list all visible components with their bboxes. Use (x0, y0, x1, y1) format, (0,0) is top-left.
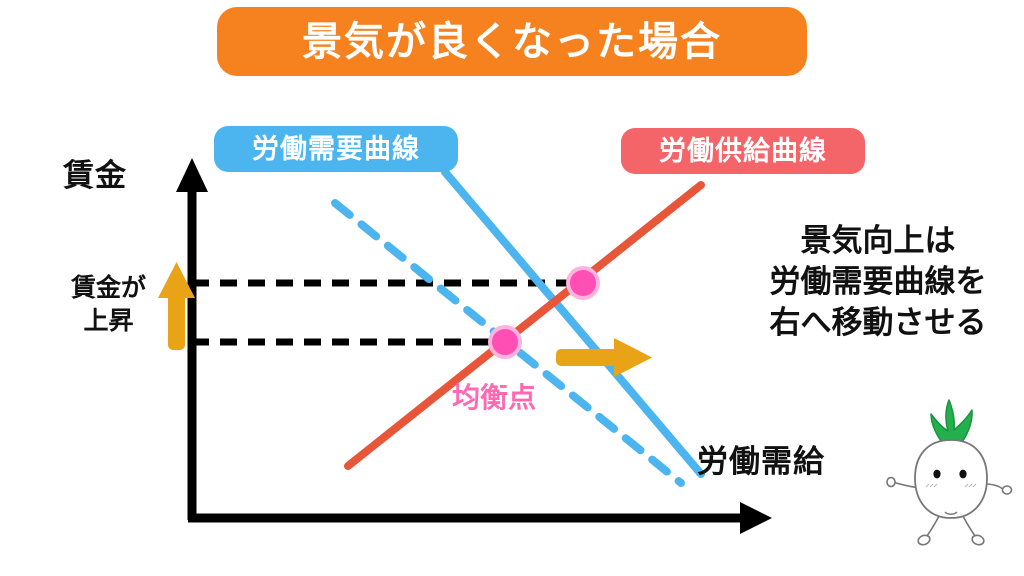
mascot-left-eye (933, 469, 941, 479)
equilibrium-point-shifted-core (570, 270, 596, 296)
mascot-mouth (944, 511, 958, 515)
mascot-body (914, 439, 988, 519)
mascot-left-leg (926, 515, 940, 537)
legend-badge-labor-supply[interactable]: 労働供給曲線 (621, 128, 865, 174)
x-axis-label: 労働需給 (697, 444, 825, 479)
explanation-note-line3: 右へ移動させる (769, 304, 987, 340)
y-axis-label: 賃金 (63, 158, 127, 193)
x-axis-arrowhead (740, 502, 772, 534)
wage-rise-note: 賃金が 上昇 (56, 272, 161, 339)
mascot-left-foot (917, 534, 931, 546)
equilibrium-point-original-core (492, 329, 518, 355)
page-title: 景気が良くなった場合 (302, 19, 722, 64)
title-banner: 景気が良くなった場合 (217, 7, 807, 76)
labor-demand-curve-original (331, 199, 685, 487)
mascot-left-blush (925, 483, 938, 488)
mascot-right-foot (971, 534, 985, 546)
mascot-right-eye (959, 469, 967, 479)
y-axis-arrowhead (176, 158, 208, 192)
mascot-right-arm (984, 483, 1004, 490)
legend-badge-labor-demand[interactable]: 労働需要曲線 (214, 126, 458, 172)
mascot-leaf-icon (930, 399, 973, 449)
wage-rise-arrow-icon (158, 262, 195, 350)
mascot-right-leg (962, 515, 976, 537)
mascot-left-arm (892, 481, 920, 489)
labor-supply-curve (344, 181, 705, 470)
equilibrium-point-original (488, 325, 522, 359)
mascot-right-hand (1001, 485, 1013, 495)
labor-demand-curve-shifted (441, 168, 705, 478)
explanation-note-line2: 労働需要曲線を (769, 263, 987, 299)
legend-badge-labor-supply-label: 労働供給曲線 (659, 135, 827, 166)
explanation-note-line1: 景気向上は (800, 223, 956, 258)
equilibrium-point-shifted (566, 266, 600, 300)
mascot-right-blush (964, 483, 977, 488)
mascot-left-hand (886, 476, 896, 488)
equilibrium-point-caption: 均衡点 (452, 382, 537, 413)
wage-rise-note-line1: 賃金が (70, 274, 146, 302)
explanation-note: 景気向上は 労働需要曲線を 右へ移動させる (742, 221, 1014, 344)
wage-rise-note-line2: 上昇 (83, 307, 134, 336)
legend-badge-labor-demand-label: 労働需要曲線 (252, 133, 420, 164)
shift-right-arrow-icon (556, 338, 652, 377)
